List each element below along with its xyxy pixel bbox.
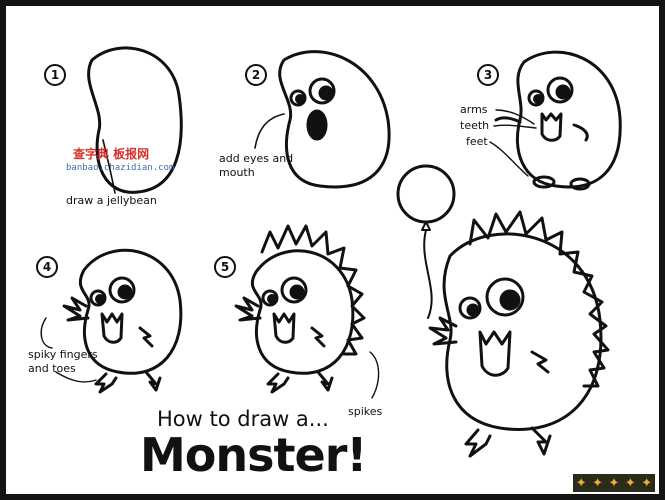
label-add-eyes: add eyes and [219, 152, 294, 165]
rabbit-icon: ✦ [575, 475, 587, 490]
jellybean-outline [87, 46, 183, 194]
corner-badge: ✦ ✦ ✦ ✦ ✦ [573, 474, 655, 492]
label-spiky-fingers: spiky fingers [28, 348, 98, 361]
monster-step-5 [234, 224, 380, 399]
rabbit-icon: ✦ [592, 475, 604, 490]
step-1-number: 1 [44, 64, 66, 86]
step-2-number: 2 [245, 64, 267, 86]
watermark-url: banbao.chazidian.com [66, 163, 175, 173]
rabbit-icon: ✦ [641, 475, 653, 490]
final-monster-with-balloon [396, 164, 610, 458]
rabbit-icon: ✦ [608, 475, 620, 490]
title-line-1: How to draw a... [157, 407, 329, 431]
monster-step-2 [254, 50, 391, 189]
rabbit-icon: ✦ [624, 475, 636, 490]
label-arms: arms [460, 103, 488, 116]
step-5-number: 5 [214, 256, 236, 278]
step-3-number: 3 [477, 64, 499, 86]
label-draw-jellybean: draw a jellybean [66, 194, 157, 207]
watermark-chinese: 查字典 板报网 [73, 147, 150, 161]
monster-step-4 [40, 248, 183, 394]
pointer-arrow [102, 139, 116, 194]
label-spikes: spikes [348, 405, 383, 418]
monster-step-3 [489, 50, 622, 191]
label-mouth: mouth [219, 166, 255, 179]
step-4-number: 4 [36, 256, 58, 278]
label-teeth: teeth [460, 119, 490, 132]
label-and-toes: and toes [28, 362, 76, 375]
label-feet: feet [466, 135, 488, 148]
title-line-2: Monster! [140, 428, 367, 482]
